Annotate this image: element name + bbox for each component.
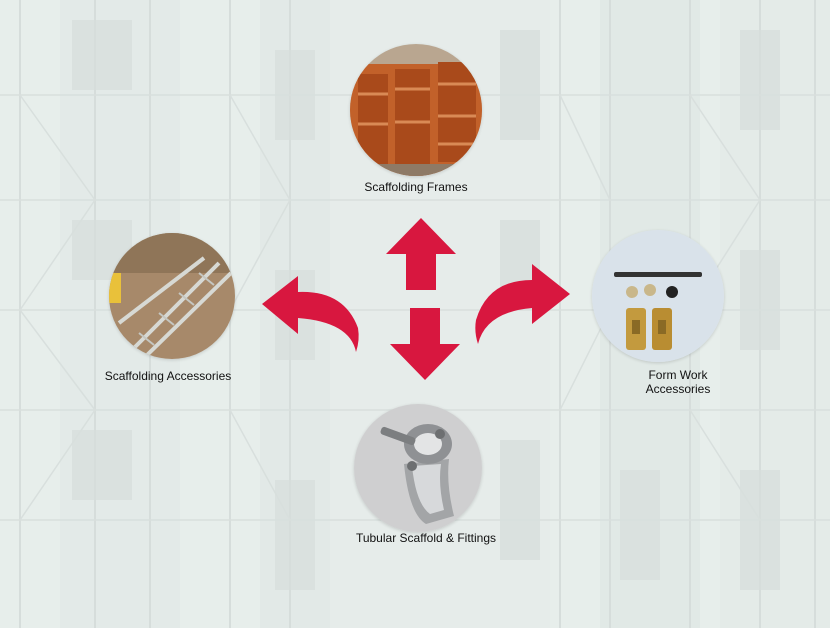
scaffolding-accessories-item[interactable]: Scaffolding Accessories (100, 230, 250, 385)
form-work-accessories-photo-icon[interactable] (592, 230, 724, 362)
scaffolding-accessories-photo-icon[interactable] (109, 233, 235, 359)
form-work-label-line1: Form Work (648, 368, 708, 382)
tubular-scaffold-fittings-photo-icon[interactable] (354, 404, 482, 532)
curved-arrow-left-icon (262, 276, 359, 352)
tubular-scaffold-fittings-label[interactable]: Tubular Scaffold & Fittings (355, 531, 497, 545)
curved-arrow-right-icon (475, 264, 570, 344)
scaffolding-frames-photo-icon[interactable] (350, 44, 482, 176)
arrow-up-icon (386, 218, 456, 290)
arrow-down-icon (390, 308, 460, 380)
scaffolding-frames-item[interactable]: Scaffolding Frames (349, 44, 483, 194)
scaffolding-accessories-label[interactable]: Scaffolding Accessories (104, 369, 232, 383)
form-work-label-line2: Accessories (645, 382, 711, 396)
tubular-scaffold-fittings-item[interactable]: Tubular Scaffold & Fittings (340, 404, 510, 546)
scaffolding-frames-label[interactable]: Scaffolding Frames (364, 180, 468, 194)
form-work-accessories-item[interactable]: Form Work Accessories (592, 228, 728, 398)
form-work-accessories-label[interactable]: Form Work Accessories (623, 368, 733, 396)
